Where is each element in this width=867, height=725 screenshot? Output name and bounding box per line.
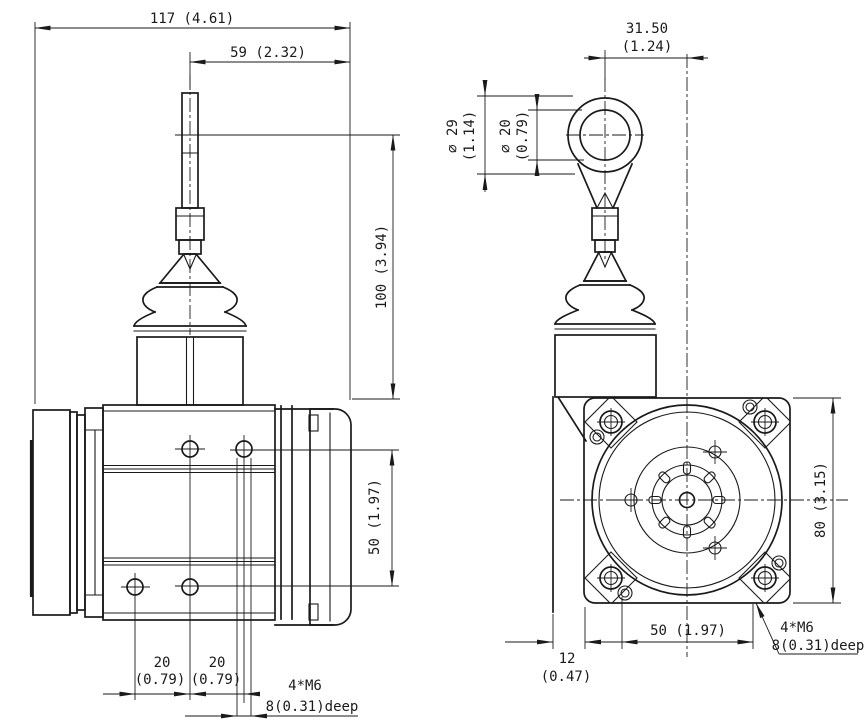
cable-eyelet	[566, 78, 644, 282]
dim-flange-size-label: 80 (3.15)	[813, 462, 829, 538]
dim-hole-pitch-left-label: 20	[154, 655, 171, 671]
dim-cable-offset-in-label: (1.24)	[622, 39, 673, 55]
dim-side-hole-spacing-label: 50 (1.97)	[367, 479, 383, 555]
front-view: 117 (4.61) 59 (2.32) 100 (3.94) 50 (1.97…	[29, 11, 400, 719]
dim-hole-pitch-left-in-label: (0.79)	[135, 672, 186, 688]
dim-housing-overhang-in-label: (0.47)	[541, 669, 592, 685]
side-view: 31.50 (1.24) ∅ 29 (1.14) ∅ 20 (0.79) 80 …	[445, 21, 864, 685]
dim-hole-pitch-right-label: 20	[209, 655, 226, 671]
side-mounting-holes	[121, 435, 253, 716]
dim-overall-width-label: 117 (4.61)	[150, 11, 234, 27]
outlet-housing	[554, 334, 657, 398]
dim-hole-pitch-right-in-label: (0.79)	[191, 672, 242, 688]
right-end-cap	[309, 408, 352, 626]
dim-cable-height-label: 100 (3.94)	[374, 225, 390, 309]
dim-eyelet-inner-in-label: (0.79)	[515, 111, 531, 162]
front-thread-note: 4*M6	[288, 678, 322, 694]
front-view-dimensions: 117 (4.61) 59 (2.32) 100 (3.94) 50 (1.97…	[34, 11, 400, 719]
cable-rod	[158, 75, 222, 335]
dim-mount-hole-spacing-label: 50 (1.97)	[650, 623, 726, 639]
dim-eyelet-inner-label: ∅ 20	[498, 119, 514, 153]
side-thread-depth-note: 8(0.31)deep	[772, 638, 865, 654]
front-thread-depth-note: 8(0.31)deep	[266, 699, 359, 715]
side-thread-note: 4*M6	[780, 620, 814, 636]
side-view-dimensions: 31.50 (1.24) ∅ 29 (1.14) ∅ 20 (0.79) 80 …	[445, 21, 864, 685]
sensor-body-front	[29, 404, 352, 626]
mounting-flange	[560, 54, 848, 657]
dim-eyelet-outer-label: ∅ 29	[445, 119, 461, 153]
dim-eyelet-outer-in-label: (1.14)	[462, 111, 478, 162]
thread-hole-notches	[589, 399, 787, 601]
corner-screws	[597, 408, 779, 592]
body-grooves	[102, 464, 276, 566]
dim-housing-overhang-label: 12	[559, 651, 576, 667]
dim-cable-to-edge-label: 59 (2.32)	[230, 45, 306, 61]
dim-cable-offset-label: 31.50	[626, 21, 668, 37]
cable-grommet-side	[552, 280, 657, 613]
